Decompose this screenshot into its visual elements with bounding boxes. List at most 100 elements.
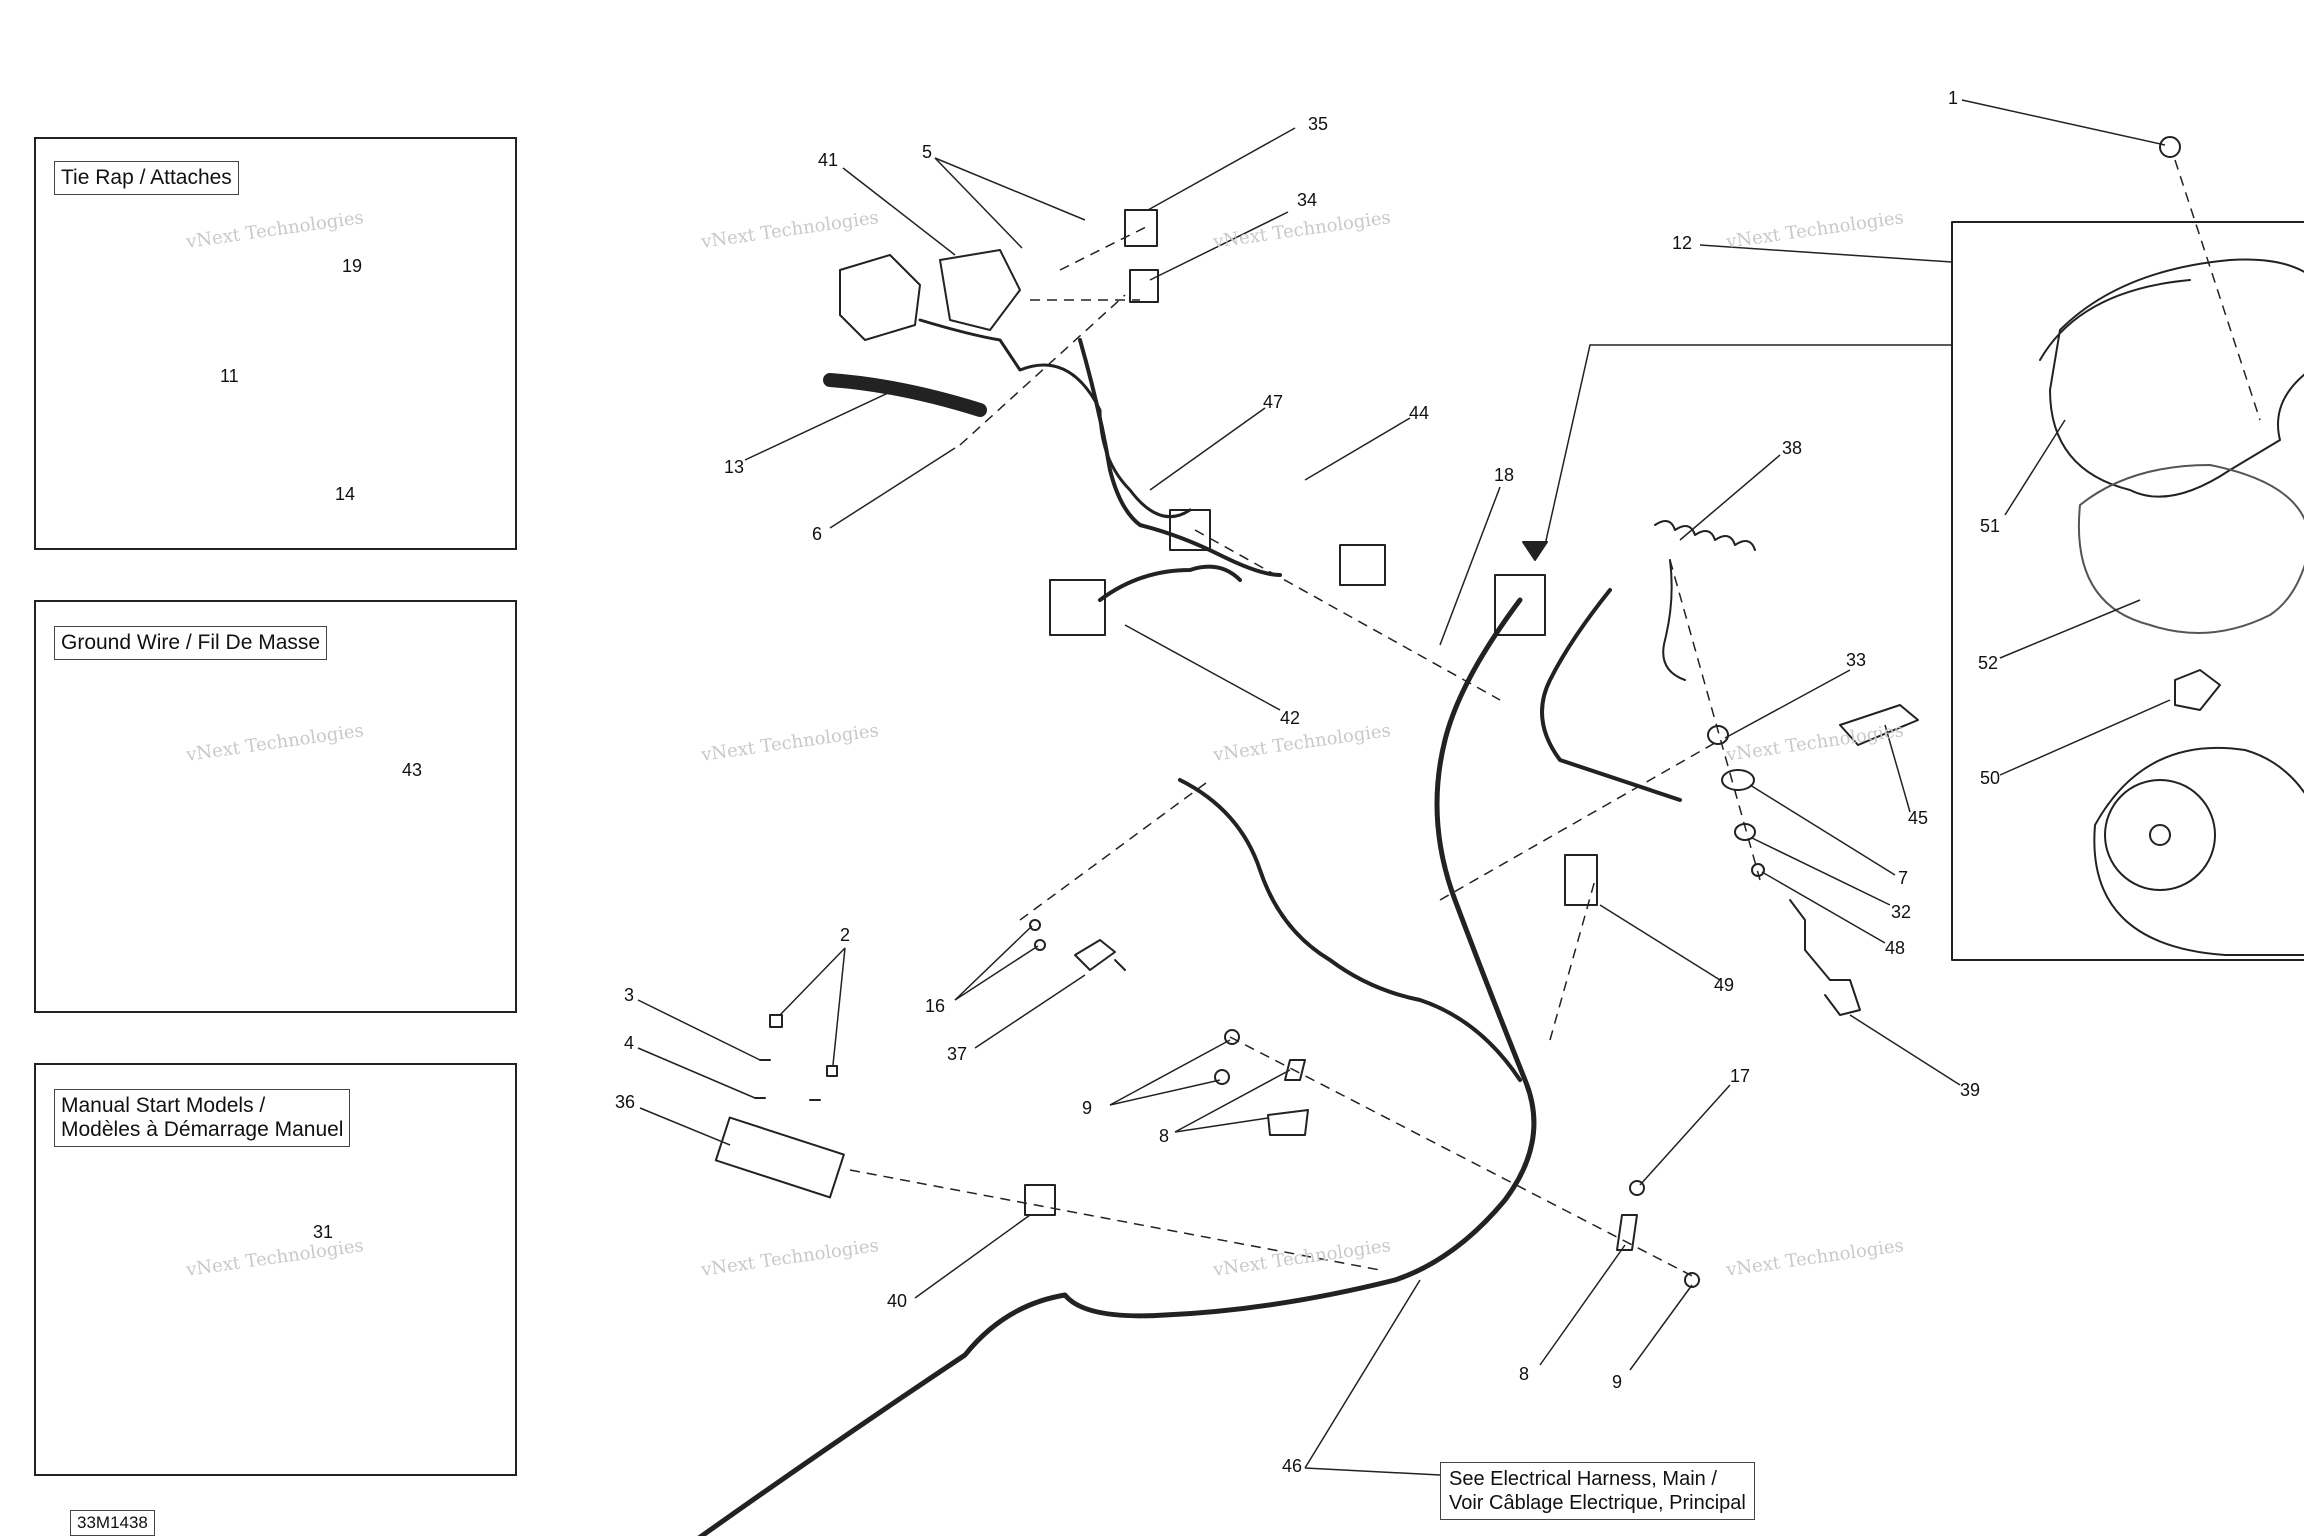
harness-branch-left <box>1178 778 1522 1082</box>
inset-ground-wire: Ground Wire / Fil De Masse <box>34 600 517 1013</box>
grommet-1 <box>2159 136 2181 158</box>
callout-34: 34 <box>1297 190 1318 210</box>
leader-51 <box>2004 419 2066 516</box>
harness-handle <box>1098 564 1242 602</box>
coil-cord-38 <box>1654 520 1756 681</box>
connector-49 <box>1564 854 1598 906</box>
leader-33 <box>1724 669 1851 739</box>
callout-32: 32 <box>1891 902 1912 922</box>
leader-47 <box>1149 407 1266 491</box>
pointer-arrow <box>1522 541 1548 561</box>
leader-5a <box>934 157 1023 249</box>
leader-12b <box>1544 344 1952 546</box>
leader-17 <box>1639 1084 1731 1186</box>
callout-11: 11 <box>220 366 239 386</box>
callout-8: 8 <box>1159 1126 1170 1146</box>
leader-7 <box>1749 784 1896 876</box>
harness-branch-right <box>1540 588 1682 802</box>
bracket-8-upper <box>1267 1059 1309 1136</box>
leader-9c <box>1629 1284 1693 1371</box>
leader-9b <box>1109 1079 1221 1106</box>
dashed-2 <box>1059 224 1151 271</box>
leader-32 <box>1751 837 1891 906</box>
nut-16-b <box>1034 939 1046 951</box>
dashed-4 <box>1194 529 1501 701</box>
callout-50: 50 <box>1980 768 2001 788</box>
light-45 <box>1839 704 1919 746</box>
dashed-9 <box>1669 559 1761 881</box>
nut-33 <box>1707 725 1729 745</box>
leader-18 <box>1439 486 1501 646</box>
leader-37 <box>974 974 1086 1049</box>
leader-8a <box>1174 1069 1291 1133</box>
module-44 <box>1339 544 1386 586</box>
callout-45: 45 <box>1908 808 1929 828</box>
callout-6: 6 <box>812 524 823 544</box>
leader-12 <box>1699 244 1953 263</box>
gauge-inset-box <box>1951 221 2304 961</box>
callout-42: 42 <box>1280 708 1301 728</box>
callout-31: 31 <box>313 1222 334 1242</box>
leader-34 <box>1149 211 1289 281</box>
inset-title-tie-rap: Tie Rap / Attaches <box>54 161 239 195</box>
switch-housing-cover <box>939 249 1021 331</box>
callout-49: 49 <box>1714 975 1735 995</box>
leader-8c <box>1539 1244 1626 1366</box>
callout-41: 41 <box>818 150 839 170</box>
callout-43: 43 <box>402 760 423 780</box>
leader-2b <box>832 947 846 1066</box>
leader-2a <box>779 947 846 1016</box>
leader-44 <box>1304 417 1411 481</box>
grip-tube-part <box>823 373 987 417</box>
inset-title-manual-start: Manual Start Models / Modèles à Démarrag… <box>54 1089 351 1147</box>
leader-8b <box>1174 1117 1269 1133</box>
callout-8-lower: 8 <box>1519 1364 1530 1384</box>
callout-51: 51 <box>1980 516 2001 536</box>
dashed-6 <box>1229 1036 1701 1281</box>
inset-manual-start: Manual Start Models / Modèles à Démarrag… <box>34 1063 517 1476</box>
gauge-dial <box>2104 779 2216 891</box>
lens-52 <box>2077 464 2304 634</box>
leader-45 <box>1884 724 1911 813</box>
connector-35 <box>1124 209 1158 247</box>
dashed-3 <box>959 294 1126 446</box>
leader-40 <box>914 1214 1031 1299</box>
bezel-51 <box>2039 258 2304 498</box>
nut-17 <box>1629 1180 1645 1196</box>
callout-40: 40 <box>887 1291 908 1311</box>
callout-37: 37 <box>947 1044 968 1064</box>
callout-2: 2 <box>840 925 851 945</box>
connector-47 <box>1169 509 1211 551</box>
callout-38: 38 <box>1782 438 1803 458</box>
callout-33: 33 <box>1846 650 1867 670</box>
callout-35: 35 <box>1308 114 1329 134</box>
dashed-11 <box>2174 159 2261 421</box>
leader-35 <box>1147 127 1296 211</box>
callout-5: 5 <box>922 142 933 162</box>
module-main <box>1494 574 1546 636</box>
callout-16: 16 <box>925 996 946 1016</box>
washer-7 <box>1721 769 1755 791</box>
key-switch-39 <box>1789 899 1861 1016</box>
dashed-10 <box>1549 879 1596 1041</box>
leader-52 <box>1999 599 2141 659</box>
leader-46 <box>1304 1279 1421 1469</box>
bracket-8-lower <box>1616 1214 1638 1251</box>
callout-36: 36 <box>615 1092 636 1112</box>
callout-3: 3 <box>624 985 635 1005</box>
box-36 <box>714 1116 845 1199</box>
callout-44: 44 <box>1409 403 1430 423</box>
callout-47: 47 <box>1263 392 1284 412</box>
leader-16b <box>954 945 1039 1001</box>
leader-42 <box>1124 624 1281 711</box>
leader-4 <box>637 1047 756 1099</box>
callout-39: 39 <box>1960 1080 1981 1100</box>
nut-48 <box>1751 863 1765 877</box>
callout-52: 52 <box>1978 653 1999 673</box>
sensor-37 <box>1074 939 1126 971</box>
leader-13 <box>744 391 891 461</box>
callout-1: 1 <box>1948 88 1959 108</box>
switch-housing-part <box>839 254 921 341</box>
leader-39 <box>1849 1014 1961 1086</box>
connector-34 <box>1129 269 1159 303</box>
